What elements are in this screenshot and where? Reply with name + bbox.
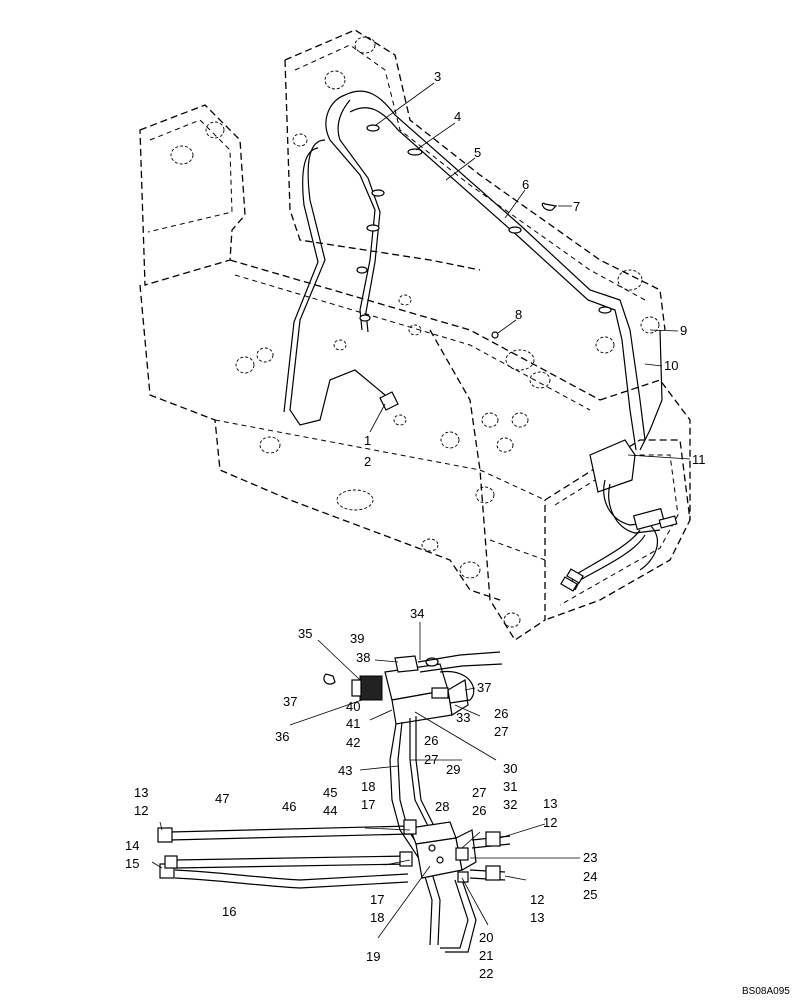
callout-20: 20 [479, 930, 493, 945]
callout-18-a: 18 [361, 779, 375, 794]
callout-12-c: 12 [530, 892, 544, 907]
callout-2: 2 [364, 454, 371, 469]
callout-39: 39 [350, 631, 364, 646]
callout-10: 10 [664, 358, 678, 373]
callout-26-b: 26 [424, 733, 438, 748]
callout-47: 47 [215, 791, 229, 806]
leader-lines [151, 82, 691, 939]
callout-32: 32 [503, 797, 517, 812]
coupler-bracket [560, 439, 678, 592]
valve-assembly [157, 651, 511, 953]
callout-17-a: 17 [361, 797, 375, 812]
callout-16: 16 [222, 904, 236, 919]
callout-21: 21 [479, 948, 493, 963]
callout-23: 23 [583, 850, 597, 865]
callout-28: 28 [435, 799, 449, 814]
callout-31: 31 [503, 779, 517, 794]
callout-38: 38 [356, 650, 370, 665]
callout-9: 9 [680, 323, 687, 338]
callout-25: 25 [583, 887, 597, 902]
callout-24: 24 [583, 869, 597, 884]
callout-27-a: 27 [494, 724, 508, 739]
callout-14: 14 [125, 838, 139, 853]
callout-7: 7 [573, 199, 580, 214]
callout-12-b: 12 [543, 815, 557, 830]
callout-labels: 1 2 3 4 5 6 7 8 9 10 11 34 35 39 38 37 3… [125, 69, 706, 981]
upper-harness [283, 90, 663, 451]
callout-18-b: 18 [370, 910, 384, 925]
callout-6: 6 [522, 177, 529, 192]
callout-45: 45 [323, 785, 337, 800]
callout-33: 33 [456, 710, 470, 725]
callout-26-a: 26 [494, 706, 508, 721]
callout-27-b: 27 [424, 752, 438, 767]
callout-42: 42 [346, 735, 360, 750]
callout-27-c: 27 [472, 785, 486, 800]
callout-37-right: 37 [477, 680, 491, 695]
callout-36: 36 [275, 729, 289, 744]
callout-41: 41 [346, 716, 360, 731]
callout-35: 35 [298, 626, 312, 641]
callout-40: 40 [346, 699, 360, 714]
callout-22: 22 [479, 966, 493, 981]
callout-13-a: 13 [134, 785, 148, 800]
callout-43: 43 [338, 763, 352, 778]
callout-34: 34 [410, 606, 424, 621]
callout-1: 1 [364, 433, 371, 448]
callout-4: 4 [454, 109, 461, 124]
callout-3: 3 [434, 69, 441, 84]
callout-30: 30 [503, 761, 517, 776]
callout-46: 46 [282, 799, 296, 814]
callout-13-c: 13 [530, 910, 544, 925]
callout-37-left: 37 [283, 694, 297, 709]
callout-13-b: 13 [543, 796, 557, 811]
callout-11: 11 [692, 452, 706, 467]
callout-29: 29 [446, 762, 460, 777]
loader-frame [139, 29, 691, 641]
callout-5: 5 [474, 145, 481, 160]
callout-44: 44 [323, 803, 337, 818]
callout-26-c: 26 [472, 803, 486, 818]
drawing-code: BS08A095 [742, 986, 790, 997]
callout-15: 15 [125, 856, 139, 871]
callout-19: 19 [366, 949, 380, 964]
callout-8: 8 [515, 307, 522, 322]
callout-12-a: 12 [134, 803, 148, 818]
callout-17-b: 17 [370, 892, 384, 907]
